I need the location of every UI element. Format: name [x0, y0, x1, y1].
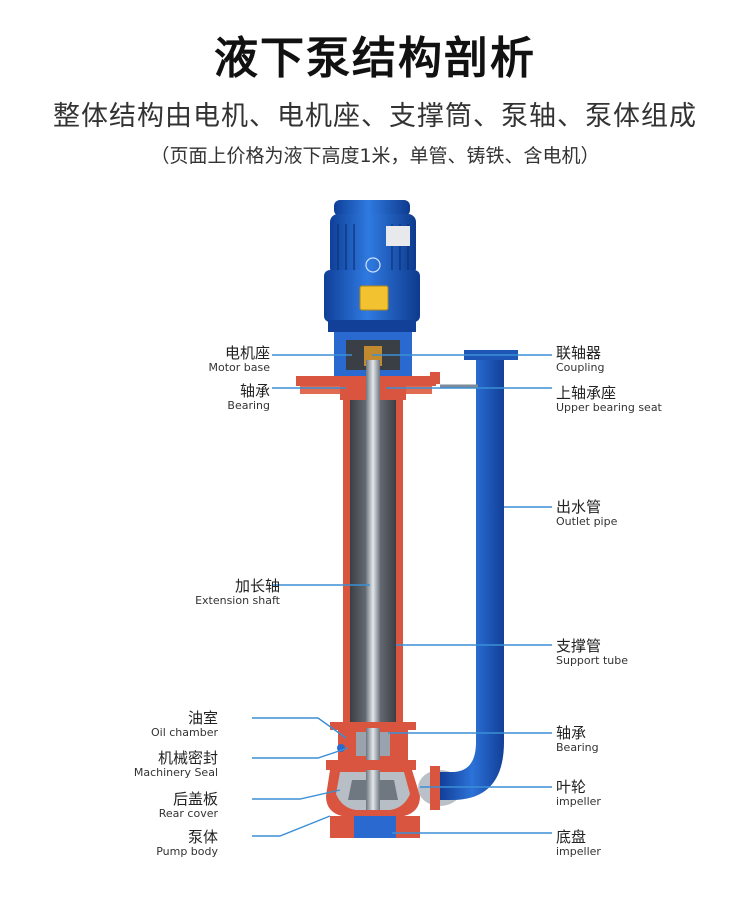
label-upper-bearing-seat: 上轴承座 Upper bearing seat [556, 384, 662, 415]
label-extension-shaft: 加长轴 Extension shaft [195, 577, 280, 608]
label-bearing-top: 轴承 Bearing [227, 382, 270, 413]
label-coupling: 联轴器 Coupling [556, 344, 605, 375]
label-machinery-seal: 机械密封 Machinery Seal [133, 749, 218, 780]
base-plate [354, 816, 396, 838]
leader-lines-left [252, 354, 370, 837]
nameplate-icon [386, 226, 410, 246]
label-pump-body: 泵体 Pump body [156, 828, 218, 859]
terminal-box-icon [359, 285, 389, 311]
support-tube [343, 360, 403, 732]
leader-lines-right [372, 354, 552, 834]
label-bearing-bottom: 轴承 Bearing [556, 724, 599, 755]
price-note: （页面上价格为液下高度1米，单管、铸铁、含电机） [150, 145, 600, 167]
motor [324, 200, 420, 332]
page-subtitle: 整体结构由电机、电机座、支撑筒、泵轴、泵体组成 [53, 101, 697, 132]
label-outlet-pipe: 出水管 Outlet pipe [556, 498, 618, 529]
label-oil-chamber: 油室 Oil chamber [150, 709, 218, 740]
label-base-plate: 底盘 impeller [556, 828, 601, 859]
extension-shaft [366, 360, 380, 732]
logo-icon [365, 257, 381, 273]
label-impeller: 叶轮 impeller [556, 778, 601, 809]
label-support-tube: 支撑管 Support tube [556, 637, 629, 668]
label-rear-cover: 后盖板 Rear cover [158, 790, 218, 821]
page-title: 液下泵结构剖析 [214, 33, 536, 84]
label-motor-base: 电机座 Motor base [208, 344, 270, 375]
